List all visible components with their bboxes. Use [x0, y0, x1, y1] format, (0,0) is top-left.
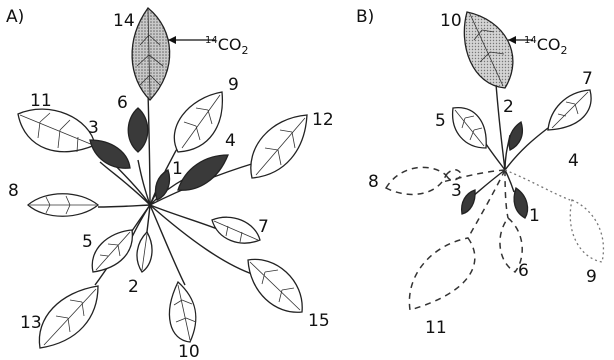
panel-a-leaf-1 [155, 170, 169, 200]
panel-b-co2-arrow: 14CO2 [508, 35, 568, 57]
leaf-number: 2 [128, 277, 139, 297]
panel-a-leaf-14 [132, 8, 170, 100]
leaf-number: 8 [8, 181, 19, 201]
leaf-number: 5 [82, 232, 93, 252]
panel-b-leaf-11 [409, 238, 474, 310]
leaf-number: 1 [172, 159, 183, 179]
panel-a-leaf-4 [178, 155, 228, 190]
leaf-number: 2 [503, 97, 514, 117]
panel-a-leaf-8 [28, 194, 98, 217]
leaf-number: 10 [440, 11, 462, 31]
panel-a-leaf-6 [128, 108, 148, 152]
panel-a-leaf-11 [18, 109, 95, 152]
leaf-number: 3 [88, 118, 99, 138]
leaf-number: 11 [425, 318, 447, 338]
leaf-number: 9 [586, 267, 597, 287]
leaf-number: 11 [30, 91, 52, 111]
leaf-number: 7 [258, 217, 269, 237]
leaf-number: 12 [312, 110, 334, 130]
leaf-number: 7 [582, 69, 593, 89]
panel-b-leaf-2 [509, 122, 522, 150]
panel-a-leaf-9 [174, 92, 222, 152]
panel-b-leaf-3 [462, 190, 475, 214]
leaf-number: 5 [435, 111, 446, 131]
leaf-number: 15 [308, 311, 330, 331]
leaf-number: 6 [518, 261, 529, 281]
leaf-number: 9 [228, 75, 239, 95]
panel-b-co2-label: 14CO2 [524, 35, 568, 57]
panel-a: A) [6, 7, 334, 360]
leaf-number: 1 [529, 206, 540, 226]
leaf-number: 10 [178, 342, 200, 360]
panel-a-leaf-2 [137, 232, 152, 272]
panel-a-leaf-13 [39, 286, 98, 348]
panel-a-leaf-3 [90, 140, 130, 168]
leaf-number: 3 [451, 181, 462, 201]
leaf-number: 13 [20, 313, 42, 333]
leaf-number: 14 [113, 11, 135, 31]
panel-a-label: A) [6, 7, 24, 27]
panel-a-leaf-5 [92, 230, 132, 272]
panel-a-leaf-12 [251, 115, 307, 178]
panel-a-leaf-10 [169, 282, 196, 342]
panel-b-leaf-9 [570, 200, 603, 262]
panel-b-leaf-7 [548, 90, 591, 130]
leaf-number: 8 [368, 172, 379, 192]
panel-b-leaf-5 [453, 108, 487, 148]
panel-b: B) [356, 7, 603, 338]
panel-b-leaf-10 [464, 12, 513, 88]
panel-b-leaf-1 [514, 188, 527, 218]
panel-a-leaf-7 [212, 217, 260, 243]
leaf-number: 4 [568, 151, 579, 171]
panel-b-label: B) [356, 7, 374, 27]
panel-a-co2-arrow: 14CO2 [168, 35, 249, 57]
panel-a-leaf-15 [248, 259, 302, 312]
leaf-number: 6 [117, 93, 128, 113]
panel-a-co2-label: 14CO2 [205, 35, 249, 57]
leaf-number: 4 [225, 131, 236, 151]
